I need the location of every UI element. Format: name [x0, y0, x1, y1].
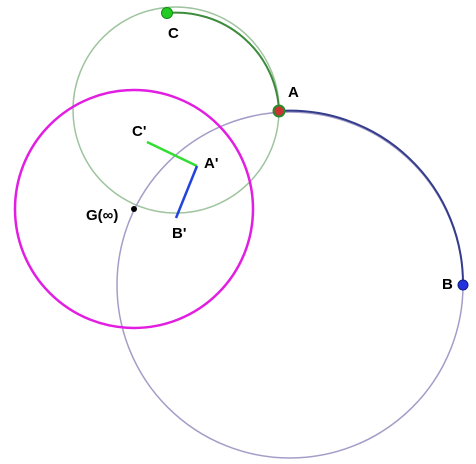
point-b: [457, 279, 469, 291]
point-g: [131, 206, 137, 212]
label-c-prime: C': [132, 123, 146, 140]
inversion-circle: [13, 88, 255, 330]
label-b: B: [442, 276, 453, 293]
label-c: C: [168, 25, 179, 42]
point-a: [272, 104, 286, 118]
circle-through-a-b: [116, 111, 464, 459]
segment-c-prime-a-prime: [146, 140, 198, 168]
point-c: [161, 7, 173, 19]
label-g: G(∞): [86, 207, 118, 224]
arc-a-to-b: [278, 109, 465, 286]
arc-c-to-a: [166, 11, 280, 112]
label-b-prime: B': [172, 225, 186, 242]
label-a: A: [288, 84, 299, 101]
label-a-prime: A': [204, 155, 218, 172]
segment-a-prime-b-prime: [174, 165, 199, 219]
